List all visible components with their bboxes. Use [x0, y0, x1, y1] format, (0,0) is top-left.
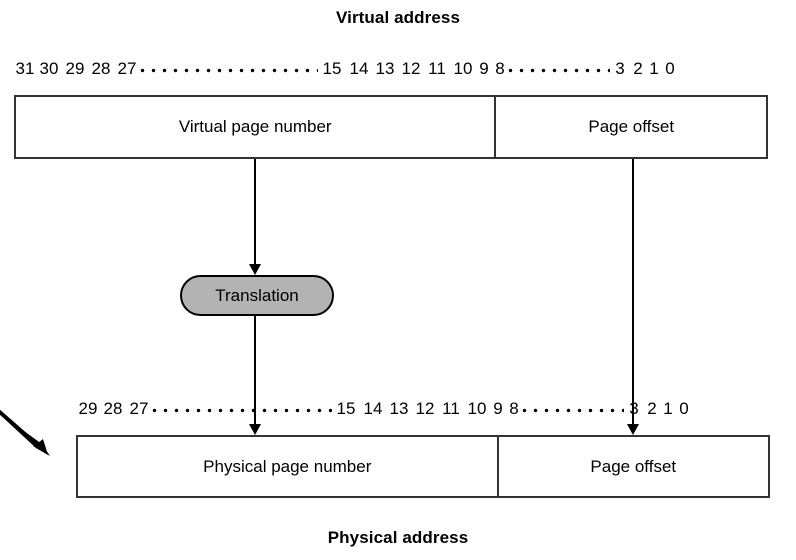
- bit-label: 15: [322, 59, 342, 78]
- physical-page-offset-field: Page offset: [496, 437, 768, 496]
- arrow-head: [249, 424, 261, 435]
- bit-label: 8: [509, 399, 519, 418]
- bit-label: 2: [647, 399, 657, 418]
- bit-range-dots: [508, 61, 610, 79]
- bit-label: 30: [39, 59, 59, 78]
- bit-label: 29: [78, 399, 98, 418]
- bit-label: 15: [336, 399, 356, 418]
- bit-label: 13: [375, 59, 395, 78]
- virtual-address-box: Virtual page number Page offset: [14, 95, 768, 159]
- arrow-head: [627, 424, 639, 435]
- bit-label: 9: [479, 59, 489, 78]
- bit-label: 3: [629, 399, 639, 418]
- bit-label: 8: [495, 59, 505, 78]
- bit-label: 28: [103, 399, 123, 418]
- bit-label: 31: [15, 59, 35, 78]
- translation-node[interactable]: Translation: [180, 275, 334, 316]
- bit-label: 10: [467, 399, 487, 418]
- bit-label: 27: [129, 399, 149, 418]
- bit-label: 14: [349, 59, 369, 78]
- physical-address-bit-ruler: 29 28 27 15 14 13 12 11 10 9 8 3 2 1 0: [76, 398, 692, 420]
- arrow-shaft: [632, 159, 634, 426]
- virtual-page-number-field: Virtual page number: [178, 117, 332, 136]
- bit-label: 14: [363, 399, 383, 418]
- virtual-page-offset-field: Page offset: [494, 97, 766, 157]
- arrow-head: [249, 264, 261, 275]
- bit-label: 28: [91, 59, 111, 78]
- bit-label: 27: [117, 59, 137, 78]
- bit-label: 0: [665, 59, 675, 78]
- bit-label: 11: [442, 399, 460, 418]
- incoming-diagonal-arrow: [0, 409, 50, 456]
- bit-range-dots: [522, 401, 624, 419]
- bit-label: 12: [401, 59, 421, 78]
- bit-label: 29: [65, 59, 85, 78]
- bit-label: 11: [428, 59, 446, 78]
- bit-label: 12: [415, 399, 435, 418]
- bit-range-dots: [140, 61, 318, 79]
- bit-label: 9: [493, 399, 503, 418]
- bit-label: 10: [453, 59, 473, 78]
- bit-range-dots: [152, 401, 332, 419]
- arrow-shaft: [254, 316, 256, 426]
- bit-label: 1: [663, 399, 673, 418]
- bit-label: 13: [389, 399, 409, 418]
- bit-label: 0: [679, 399, 689, 418]
- bit-label: 1: [649, 59, 659, 78]
- physical-address-box: Physical page number Page offset: [76, 435, 770, 498]
- physical-page-number-field: Physical page number: [203, 456, 372, 476]
- bit-label: 3: [615, 59, 625, 78]
- physical-address-title: Physical address: [327, 528, 469, 547]
- virtual-address-bit-ruler: 31 30 29 28 27 15 14 13 12 11 10 9 8 3 2…: [14, 58, 678, 80]
- virtual-address-title: Virtual address: [335, 8, 461, 27]
- arrow-shaft: [254, 159, 256, 266]
- bit-label: 2: [633, 59, 643, 78]
